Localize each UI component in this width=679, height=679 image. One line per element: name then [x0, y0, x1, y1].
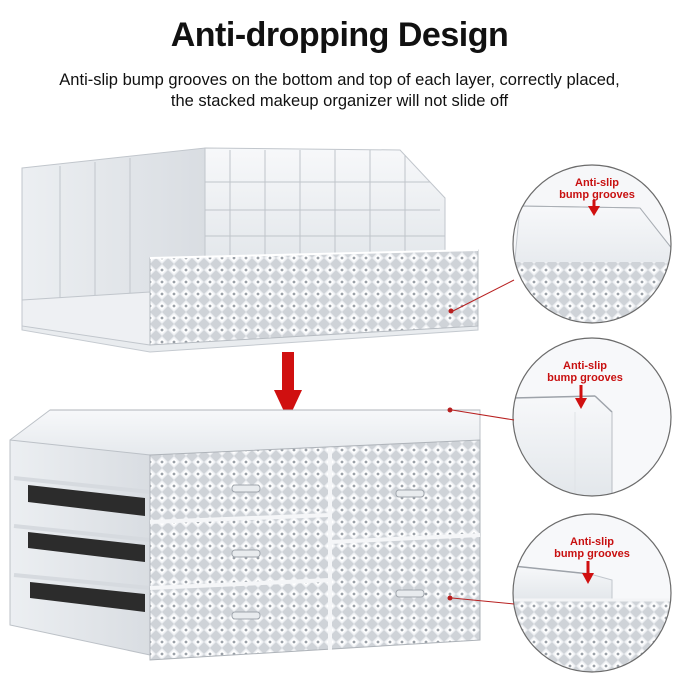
callout-label-middle: Anti-slip bump grooves: [543, 360, 627, 384]
top-organizer: [21, 147, 479, 353]
drawer-unit: [9, 409, 481, 661]
subtitle-line-2: the stacked makeup organizer will not sl…: [170, 92, 509, 110]
stack-arrow-icon: [274, 352, 302, 420]
callout-label-bottom-line1: Anti-slip: [570, 536, 614, 548]
callout-label-top: Anti-slip bump grooves: [555, 177, 639, 201]
callout-middle: [447, 337, 672, 497]
callout-label-middle-line2: bump grooves: [547, 372, 623, 384]
callout-label-bottom-line2: bump grooves: [554, 548, 630, 560]
callout-label-top-line2: bump grooves: [559, 189, 635, 201]
subtitle-line-1: Anti-slip bump grooves on the bottom and…: [59, 71, 620, 89]
page-subtitle: Anti-slip bump grooves on the bottom and…: [0, 70, 679, 112]
callout-label-middle-line1: Anti-slip: [563, 360, 607, 372]
callout-label-top-line1: Anti-slip: [575, 177, 619, 189]
callout-label-bottom: Anti-slip bump grooves: [550, 536, 634, 560]
page-title: Anti-dropping Design: [170, 16, 509, 54]
